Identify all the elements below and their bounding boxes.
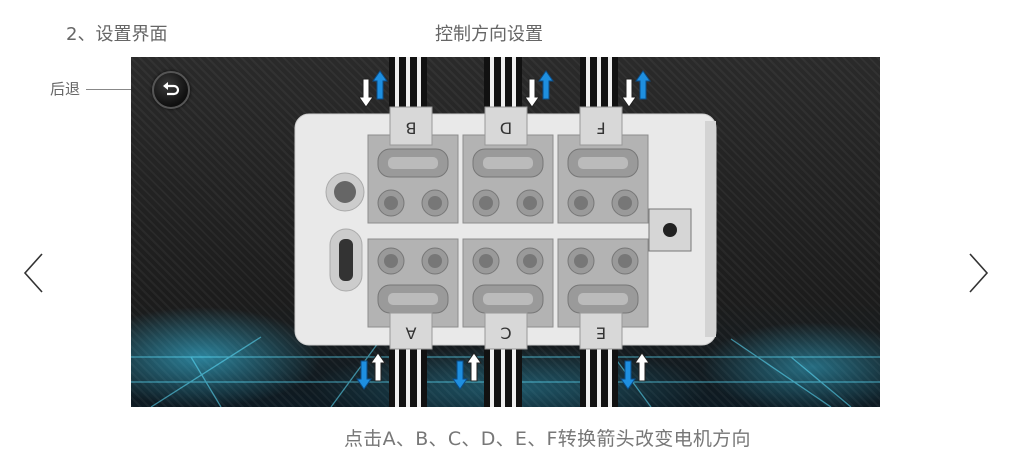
port-module-c: [462, 238, 554, 328]
arrow-down-blue-icon: [356, 360, 372, 390]
connector-d[interactable]: D: [484, 106, 528, 146]
arrow-down-icon: [621, 78, 637, 108]
direction-toggle-b[interactable]: [358, 70, 388, 108]
chevron-right-icon: [969, 253, 989, 293]
direction-toggle-a[interactable]: [356, 352, 386, 390]
arrow-up-blue-icon: [635, 70, 651, 100]
port-label-d: D: [500, 119, 512, 138]
connector-a[interactable]: A: [389, 312, 433, 350]
previous-page-arrow[interactable]: [16, 250, 56, 296]
page-title: 控制方向设置: [435, 24, 543, 45]
port-module-d: [462, 134, 554, 224]
connector-e[interactable]: E: [579, 312, 623, 350]
port-label-e: E: [596, 324, 606, 343]
settings-panel: B D F A C E: [131, 57, 880, 407]
arrow-down-blue-icon: [620, 360, 636, 390]
port-module-e: [557, 238, 649, 328]
connector-f[interactable]: F: [579, 106, 623, 146]
port-module-a: [367, 238, 459, 328]
next-page-arrow[interactable]: [958, 250, 998, 296]
arrow-up-icon: [466, 352, 482, 382]
undo-arrow-icon: [163, 82, 180, 96]
port-module-f: [557, 134, 649, 224]
arrow-down-blue-icon: [452, 360, 468, 390]
port-label-f: F: [596, 119, 605, 138]
port-label-b: B: [406, 119, 417, 138]
callout-leader-line: [86, 89, 158, 90]
direction-toggle-f[interactable]: [621, 70, 651, 108]
connector-c[interactable]: C: [484, 312, 528, 350]
arrow-down-icon: [358, 78, 374, 108]
arrow-down-icon: [524, 78, 540, 108]
arrow-up-blue-icon: [372, 70, 388, 100]
instruction-text: 点击A、B、C、D、E、F转换箭头改变电机方向: [344, 428, 751, 450]
arrow-up-icon: [634, 352, 650, 382]
port-module-b: [367, 134, 459, 224]
direction-toggle-d[interactable]: [524, 70, 554, 108]
arrow-up-icon: [370, 352, 386, 382]
back-callout-label: 后退: [50, 80, 81, 98]
port-label-a: A: [405, 324, 416, 343]
direction-toggle-c[interactable]: [452, 352, 482, 390]
connector-b[interactable]: B: [389, 106, 433, 146]
back-button[interactable]: [152, 71, 190, 109]
section-title: 2、设置界面: [66, 24, 168, 45]
port-label-c: C: [500, 324, 511, 343]
controller-diagram: B D F A C E: [294, 57, 717, 407]
chevron-left-icon: [23, 253, 43, 293]
arrow-up-blue-icon: [538, 70, 554, 100]
direction-toggle-e[interactable]: [620, 352, 650, 390]
top-cables: [389, 57, 618, 107]
bottom-cables: [389, 347, 618, 407]
